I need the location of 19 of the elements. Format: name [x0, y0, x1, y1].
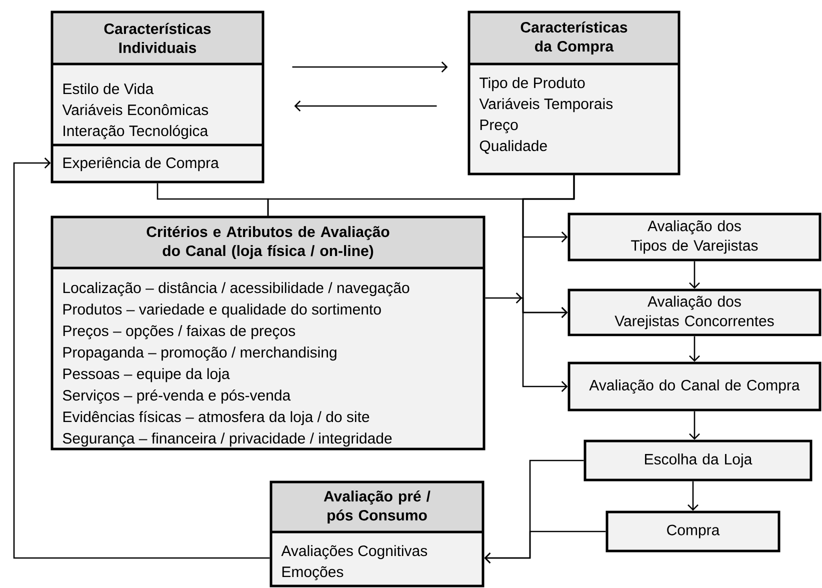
process-box: Compra — [606, 510, 780, 552]
arrow — [484, 530, 606, 564]
process-box: Critérios e Atributos de Avaliação do Canal (loja física / on-line) Localização – distância / acessibilidade / navegação Produtos – variedade e qualidade do sortimento Preços – opções / faixas de preços Propaganda – promoção / merchandising Pessoas – equipe da loja Serviços – pré-venda e pós-venda Evidências físicas – atmosfera da loja / do site Segurança – financeira / privacidade / integridade — [50, 216, 486, 450]
arrow — [485, 292, 568, 318]
process-box: Escolha da Loja — [584, 440, 812, 482]
process-box: Características da Compra Tipo de Produto Variáveis Temporais Preço Qualidade — [468, 10, 680, 176]
arrow — [13, 158, 270, 559]
process-box: Avaliação dos Varejistas Concorrentes — [568, 288, 822, 336]
arrow — [292, 62, 448, 72]
arrow — [689, 336, 700, 362]
process-box: Avaliação pré / pós Consumo Avaliações Cognitivas Emoções — [270, 480, 484, 588]
process-box: Características Individuais Estilo de Vida Variáveis Econômicas Interação Tecnológica Experiência de Compra — [50, 10, 264, 184]
arrow — [689, 411, 700, 440]
process-box: Avaliação dos Tipos de Varejistas — [568, 212, 822, 262]
process-box: Avaliação do Canal de Compra — [568, 362, 822, 412]
arrow — [689, 261, 700, 289]
arrow — [294, 100, 437, 112]
arrow — [688, 481, 698, 511]
arrow — [522, 175, 575, 392]
